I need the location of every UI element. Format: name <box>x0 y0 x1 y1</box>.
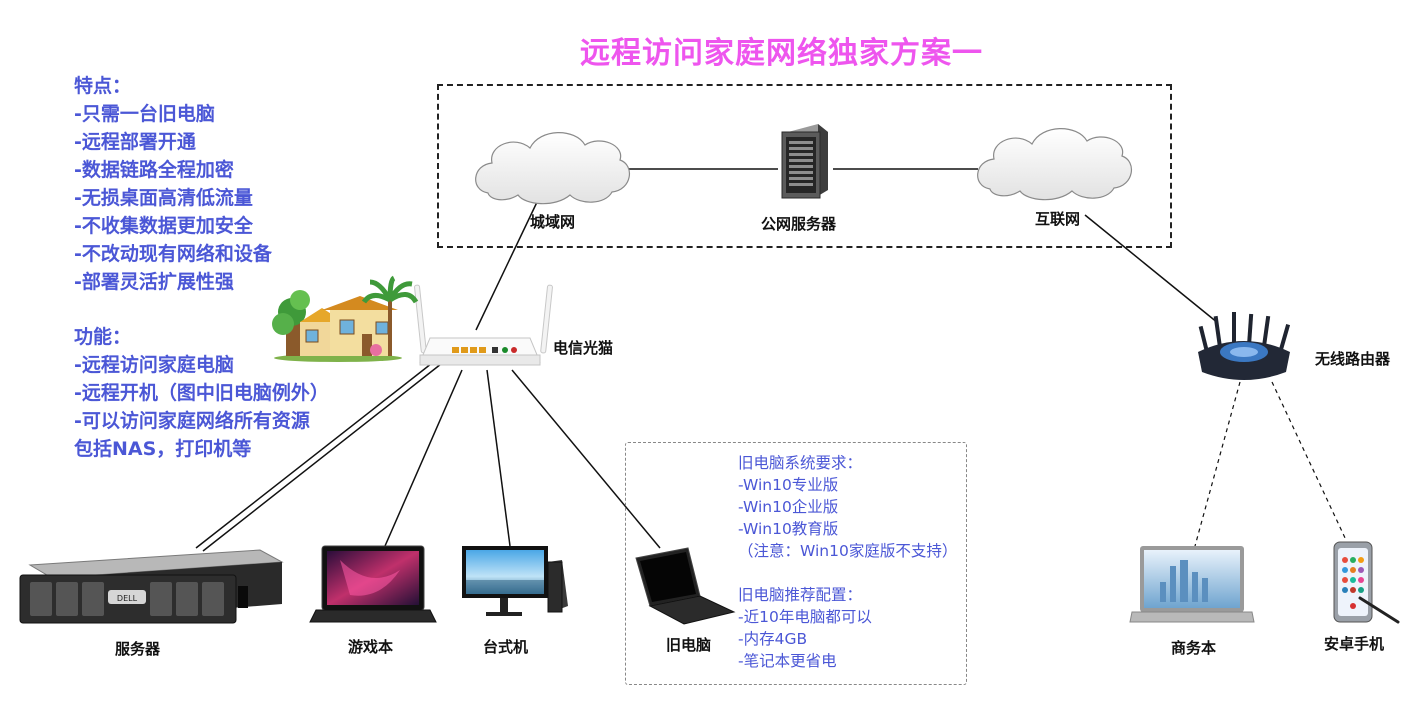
functions-heading: 功能： <box>74 326 132 348</box>
feature-item: -远程部署开通 <box>74 131 196 153</box>
old-pc-requirements: 旧电脑系统要求： -Win10专业版 -Win10企业版 -Win10教育版 （… <box>738 452 957 672</box>
link-modem-desktop <box>486 369 511 547</box>
label-metro-network: 城域网 <box>530 213 576 231</box>
link-metro-modem <box>475 199 539 331</box>
label-old-pc: 旧电脑 <box>666 636 712 654</box>
function-item: -远程开机（图中旧电脑例外） <box>74 382 329 404</box>
feature-item: -数据链路全程加密 <box>74 159 234 181</box>
cloud-icon <box>475 132 630 205</box>
feature-item: -只需一台旧电脑 <box>74 103 215 125</box>
link-modem-oldpc <box>511 369 661 549</box>
config-item: -近10年电脑都可以 <box>738 608 872 626</box>
requirement-item: （注意：Win10家庭版不支持） <box>738 542 958 560</box>
function-item: -远程访问家庭电脑 <box>74 354 234 376</box>
wifi-android-phone <box>1271 381 1347 541</box>
old-laptop-icon <box>635 547 736 625</box>
link-modem-server-a <box>195 359 437 549</box>
requirement-item: -Win10教育版 <box>738 520 839 538</box>
label-desktop: 台式机 <box>483 638 529 656</box>
label-business-laptop: 商务本 <box>1171 639 1217 657</box>
label-internet: 互联网 <box>1035 210 1081 228</box>
feature-item: -不改动现有网络和设备 <box>74 243 272 265</box>
business-laptop-icon <box>1129 546 1255 623</box>
old-pc-requirements-box <box>625 442 967 685</box>
label-android-phone: 安卓手机 <box>1324 635 1385 653</box>
function-item: 包括NAS，打印机等 <box>74 438 252 460</box>
config-item: -内存4GB <box>738 630 808 648</box>
functions-list: 功能： -远程访问家庭电脑 -远程开机（图中旧电脑例外） -可以访问家庭网络所有… <box>74 323 329 463</box>
page-title: 远程访问家庭网络独家方案一 <box>580 36 983 71</box>
svg-text:DELL: DELL <box>117 594 138 603</box>
fiber-modem-icon <box>414 284 553 366</box>
requirements-heading: 旧电脑系统要求： <box>738 454 863 472</box>
label-server: 服务器 <box>115 640 161 658</box>
config-heading: 旧电脑推荐配置： <box>738 586 863 604</box>
link-internet-router <box>1084 214 1219 324</box>
label-public-server: 公网服务器 <box>761 215 837 233</box>
wan-section-box <box>437 84 1172 248</box>
gaming-laptop-icon <box>309 545 437 623</box>
link-modem-server-b <box>202 363 442 552</box>
label-wireless-router: 无线路由器 <box>1315 350 1391 368</box>
house-icon <box>272 275 419 362</box>
link-modem-gaming <box>384 369 463 547</box>
android-phone-icon <box>1333 541 1400 624</box>
features-heading: 特点： <box>74 75 132 97</box>
features-list: 特点： -只需一台旧电脑 -远程部署开通 -数据链路全程加密 -无损桌面高清低流… <box>74 72 272 296</box>
config-item: -笔记本更省电 <box>738 652 837 670</box>
requirement-item: -Win10企业版 <box>738 498 839 516</box>
connection-lines <box>195 168 1219 552</box>
function-item: -可以访问家庭网络所有资源 <box>74 410 310 432</box>
label-gaming-laptop: 游戏本 <box>348 638 394 656</box>
cloud-icon <box>977 128 1132 201</box>
desktop-computer-icon <box>462 546 568 616</box>
wifi-business-laptop <box>1194 381 1241 547</box>
wireless-links <box>1194 381 1347 547</box>
tower-server-icon <box>781 124 828 199</box>
feature-item: -部署灵活扩展性强 <box>74 271 234 293</box>
wireless-router-icon <box>1198 312 1291 380</box>
label-fiber-modem: 电信光猫 <box>553 339 614 357</box>
rack-server-icon: DELL <box>19 549 284 624</box>
requirement-item: -Win10专业版 <box>738 476 839 494</box>
feature-item: -无损桌面高清低流量 <box>74 187 253 209</box>
feature-item: -不收集数据更加安全 <box>74 215 253 237</box>
